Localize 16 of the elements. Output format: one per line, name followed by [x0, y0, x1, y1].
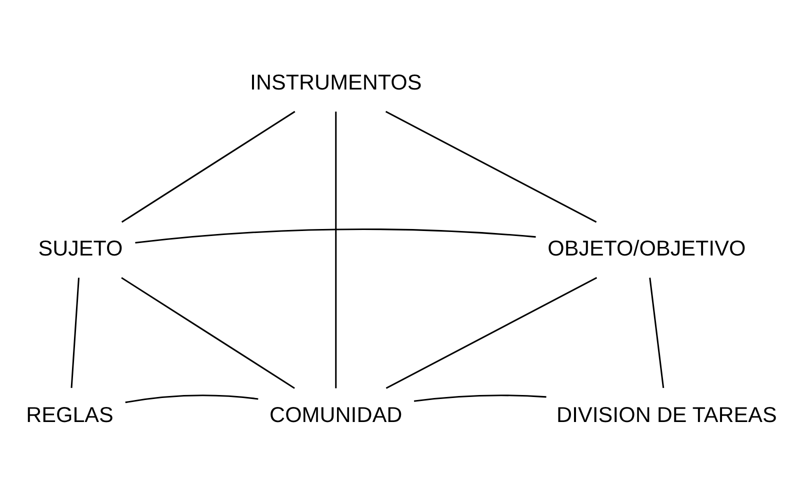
connector — [135, 228, 536, 244]
node-text: REGLAS — [26, 402, 114, 427]
node-text: INSTRUMENTOS — [250, 70, 422, 95]
connector — [125, 394, 258, 404]
node-text: DIVISION DE TAREAS — [556, 402, 777, 427]
node-text: COMUNIDAD — [270, 402, 402, 427]
connector — [335, 112, 337, 388]
connector — [385, 110, 597, 223]
connector — [414, 394, 546, 402]
connector — [121, 277, 295, 389]
connector — [649, 278, 664, 388]
connector — [386, 277, 598, 389]
node-text: SUJETO — [38, 236, 123, 261]
node-text: OBJETO/OBJETIVO — [548, 236, 746, 261]
connector — [121, 110, 296, 223]
connector — [70, 278, 80, 388]
